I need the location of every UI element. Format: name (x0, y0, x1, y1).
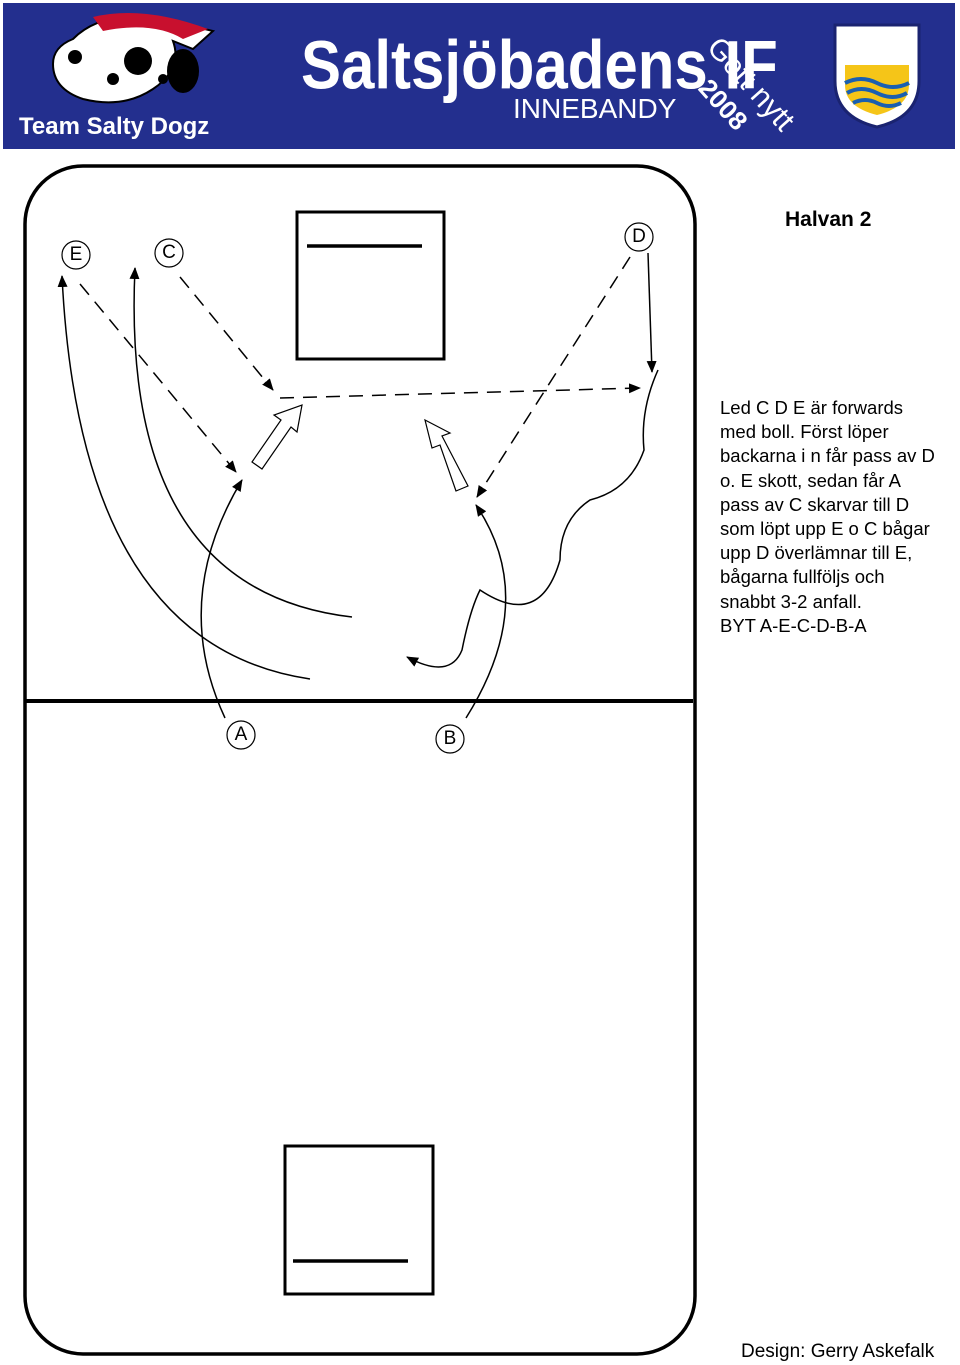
back-arrow-a (251, 404, 303, 470)
pass-e (79, 283, 237, 473)
pass-across (279, 383, 641, 399)
back-arrow-b (424, 418, 469, 492)
player-c: C (154, 238, 184, 268)
player-e: E (61, 240, 91, 270)
top-goal-area (295, 210, 446, 361)
player-b: B (435, 724, 465, 754)
rink-outline (23, 164, 697, 1356)
drill-title: Halvan 2 (785, 208, 872, 231)
pass-lines (79, 256, 641, 498)
player-a: A (226, 720, 256, 750)
skate-d (646, 252, 657, 373)
club-badge-icon (833, 23, 921, 129)
skating-paths (57, 252, 659, 719)
header-banner: Team Salty Dogz Saltsjöbadens IF INNEBAN… (3, 3, 955, 149)
skate-a (200, 479, 243, 719)
player-d: D (624, 222, 654, 252)
pass-c (179, 276, 274, 391)
skate-c (129, 267, 353, 618)
skate-d-wave (406, 369, 659, 668)
design-credit: Design: Gerry Askefalk (741, 1341, 935, 1362)
team-name: Team Salty Dogz (19, 113, 210, 140)
sport-name: INNEBANDY (513, 93, 677, 124)
drill-description: Led C D E är forwards med boll. Först lö… (720, 397, 935, 636)
club-name: Saltsjöbadens IF (301, 26, 778, 104)
dog-mascot-icon (51, 13, 216, 104)
bottom-goal-area (283, 1144, 435, 1296)
skate-e (57, 275, 311, 680)
back-arrows (251, 404, 469, 492)
skate-b (465, 504, 507, 719)
pass-d (476, 256, 631, 498)
